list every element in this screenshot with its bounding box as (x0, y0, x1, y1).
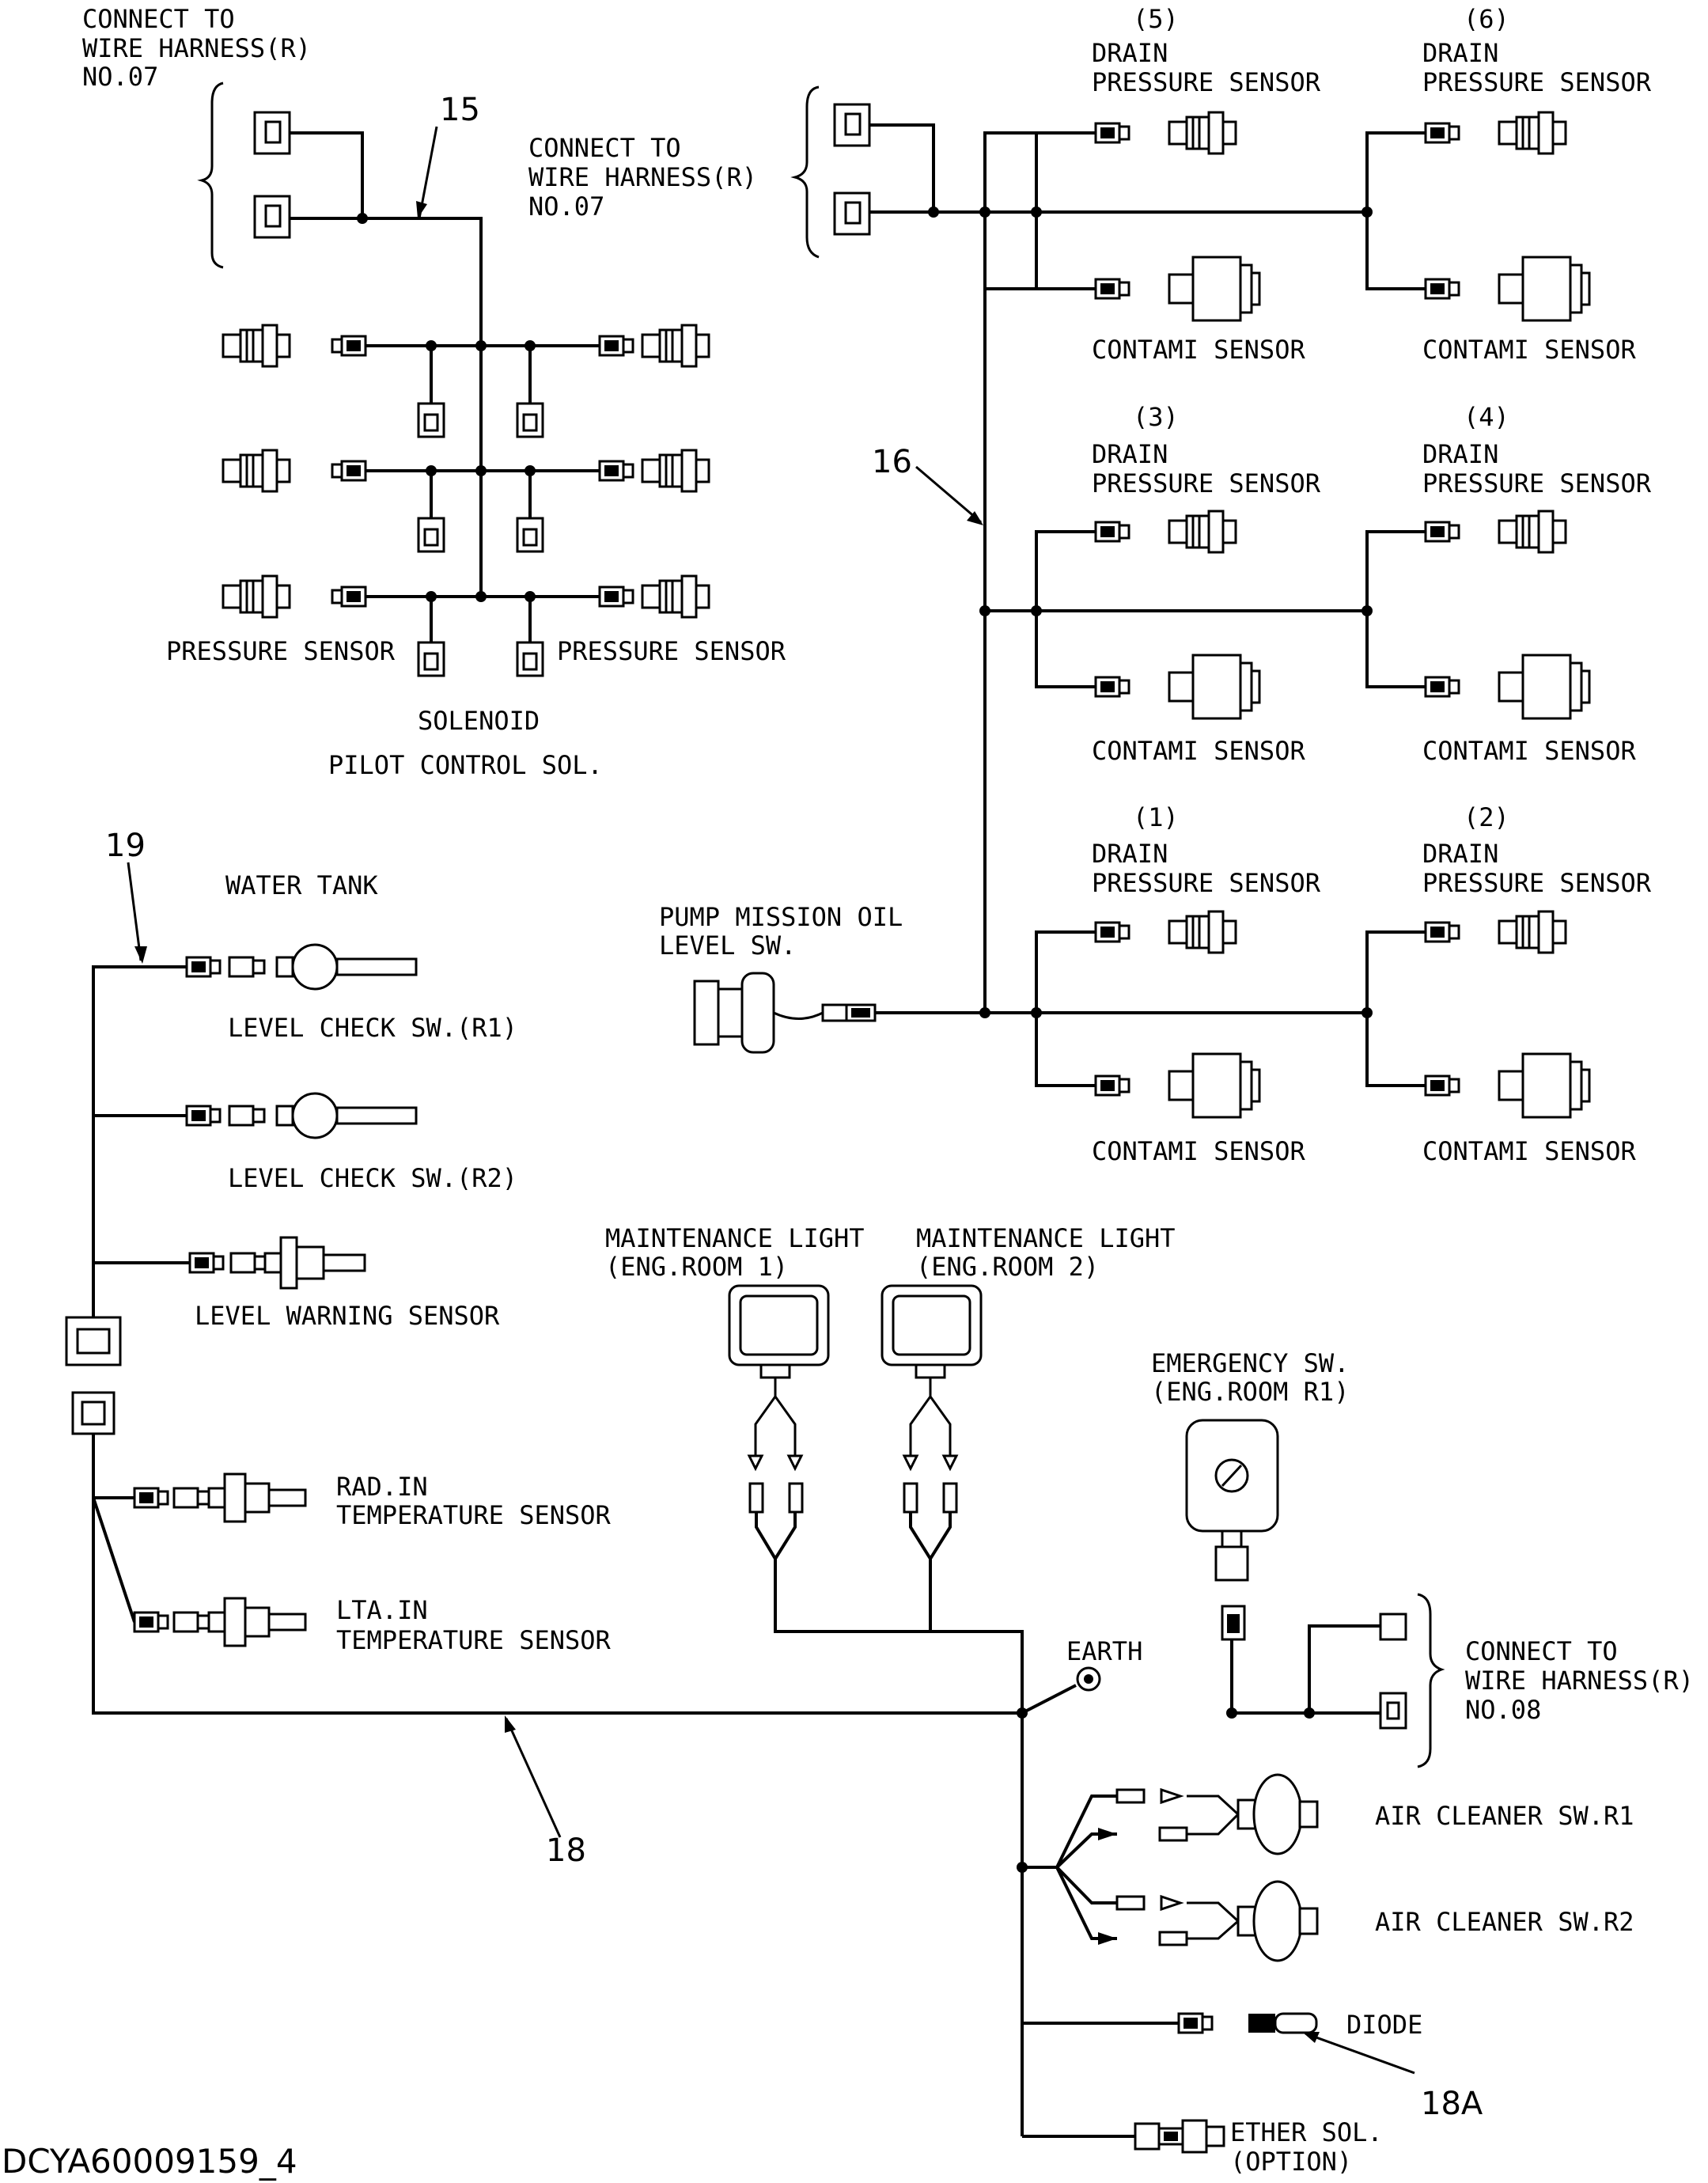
label-connect-r07-right-2: WIRE HARNESS(R) (528, 162, 757, 192)
callout-18: 18 (546, 1832, 586, 1869)
label-emergency-sw-1: EMERGENCY SW. (1151, 1348, 1349, 1378)
pressure-sensor-row-2 (222, 449, 710, 553)
connector-19-male (65, 1316, 122, 1366)
callout-19: 19 (105, 828, 146, 864)
pump-mission-oil-level-switch (693, 972, 902, 1054)
label-contami-2: CONTAMI SENSOR (1422, 1136, 1636, 1166)
label-drain2-2: PRESSURE SENSOR (1422, 868, 1652, 898)
label-drain4-2: PRESSURE SENSOR (1422, 468, 1652, 498)
diagram-labels: CONNECT TO WIRE HARNESS(R) NO.07 CONNECT… (2, 4, 1694, 2181)
label-drain3-1: DRAIN (1092, 439, 1168, 469)
label-connect-r07-right-1: CONNECT TO (528, 133, 681, 163)
harness-18-group (92, 1284, 1445, 2154)
label-air-cleaner-r2: AIR CLEANER SW.R2 (1375, 1907, 1634, 1937)
label-earth: EARTH (1066, 1636, 1142, 1666)
label-maint-light-2a: MAINTENANCE LIGHT (916, 1223, 1176, 1253)
label-level-check-r2: LEVEL CHECK SW.(R2) (228, 1163, 517, 1193)
label-solenoid: SOLENOID (418, 706, 540, 736)
label-diode: DIODE (1346, 2010, 1422, 2040)
label-drain5-2: PRESSURE SENSOR (1092, 67, 1321, 97)
brace-left (197, 81, 224, 269)
pressure-sensor-row-3 (222, 574, 710, 677)
label-contami-3: CONTAMI SENSOR (1092, 736, 1305, 766)
maintenance-light-2 (881, 1284, 983, 1632)
label-connect-r07-left-2: WIRE HARNESS(R) (82, 33, 311, 63)
label-rad-in-2: TEMPERATURE SENSOR (336, 1500, 612, 1530)
label-maint-light-1a: MAINTENANCE LIGHT (605, 1223, 865, 1253)
pressure-sensor-row-1 (222, 324, 710, 438)
air-cleaner-switch-r1 (1237, 1773, 1319, 1855)
brace-right (790, 85, 820, 259)
label-drain1-2: PRESSURE SENSOR (1092, 868, 1321, 898)
label-drain4-number: (4) (1464, 402, 1509, 432)
brace-r08 (1417, 1593, 1445, 1768)
callout-15: 15 (440, 92, 480, 128)
label-drain2-1: DRAIN (1422, 839, 1498, 869)
label-drain3-2: PRESSURE SENSOR (1092, 468, 1321, 498)
label-air-cleaner-r1: AIR CLEANER SW.R1 (1375, 1801, 1634, 1831)
label-connect-r07-left-1: CONNECT TO (82, 4, 235, 34)
label-contami-6: CONTAMI SENSOR (1422, 335, 1636, 365)
label-drain6-2: PRESSURE SENSOR (1422, 67, 1652, 97)
drawing-code: DCYA60009159_4 (2, 2142, 297, 2181)
label-water-tank: WATER TANK (225, 870, 378, 900)
label-rad-in-1: RAD.IN (336, 1472, 428, 1502)
connector-r08-a (1379, 1613, 1407, 1641)
label-drain5-1: DRAIN (1092, 38, 1168, 68)
label-pressure-sensor-right: PRESSURE SENSOR (557, 636, 786, 666)
harness-16-group (693, 85, 1591, 1119)
label-drain2-number: (2) (1464, 802, 1509, 832)
diode-component (1248, 2012, 1318, 2034)
label-drain6-number: (6) (1464, 4, 1509, 34)
label-lta-in-1: LTA.IN (336, 1595, 428, 1625)
label-maint-light-2b: (ENG.ROOM 2) (916, 1252, 1099, 1282)
emergency-switch (1185, 1419, 1279, 1713)
label-drain6-1: DRAIN (1422, 38, 1498, 68)
label-lta-in-2: TEMPERATURE SENSOR (336, 1625, 612, 1655)
label-pump-mission-1: PUMP MISSION OIL (659, 902, 903, 932)
label-pump-mission-2: LEVEL SW. (659, 930, 796, 961)
label-pressure-sensor-left: PRESSURE SENSOR (166, 636, 396, 666)
label-contami-4: CONTAMI SENSOR (1422, 736, 1636, 766)
harness-15-group (197, 81, 710, 677)
label-connect-r07-left-3: NO.07 (82, 62, 158, 92)
label-level-check-r1: LEVEL CHECK SW.(R1) (228, 1013, 517, 1043)
callout-18a: 18A (1421, 2086, 1483, 2122)
label-drain5-number: (5) (1133, 4, 1179, 34)
label-emergency-sw-2: (ENG.ROOM R1) (1151, 1377, 1349, 1407)
label-drain3-number: (3) (1133, 402, 1179, 432)
callout-16: 16 (872, 444, 912, 480)
label-connect-r08-1: CONNECT TO (1465, 1636, 1618, 1666)
label-maint-light-1b: (ENG.ROOM 1) (605, 1252, 788, 1282)
label-ether-sol-1: ETHER SOL. (1230, 2117, 1383, 2147)
air-cleaner-switch-r2 (1237, 1880, 1319, 1962)
label-contami-5: CONTAMI SENSOR (1092, 335, 1305, 365)
label-ether-sol-2: (OPTION) (1230, 2147, 1352, 2177)
label-contami-1: CONTAMI SENSOR (1092, 1136, 1305, 1166)
label-connect-r08-2: WIRE HARNESS(R) (1465, 1666, 1694, 1696)
maintenance-light-1 (728, 1284, 934, 1633)
label-level-warning: LEVEL WARNING SENSOR (195, 1301, 500, 1331)
harness-19-group (65, 862, 418, 1435)
label-connect-r07-right-3: NO.07 (528, 191, 604, 222)
label-drain4-1: DRAIN (1422, 439, 1498, 469)
label-drain1-1: DRAIN (1092, 839, 1168, 869)
label-connect-r08-3: NO.08 (1465, 1695, 1541, 1725)
label-pilot-control-sol: PILOT CONTROL SOL. (328, 750, 603, 780)
label-drain1-number: (1) (1133, 802, 1179, 832)
